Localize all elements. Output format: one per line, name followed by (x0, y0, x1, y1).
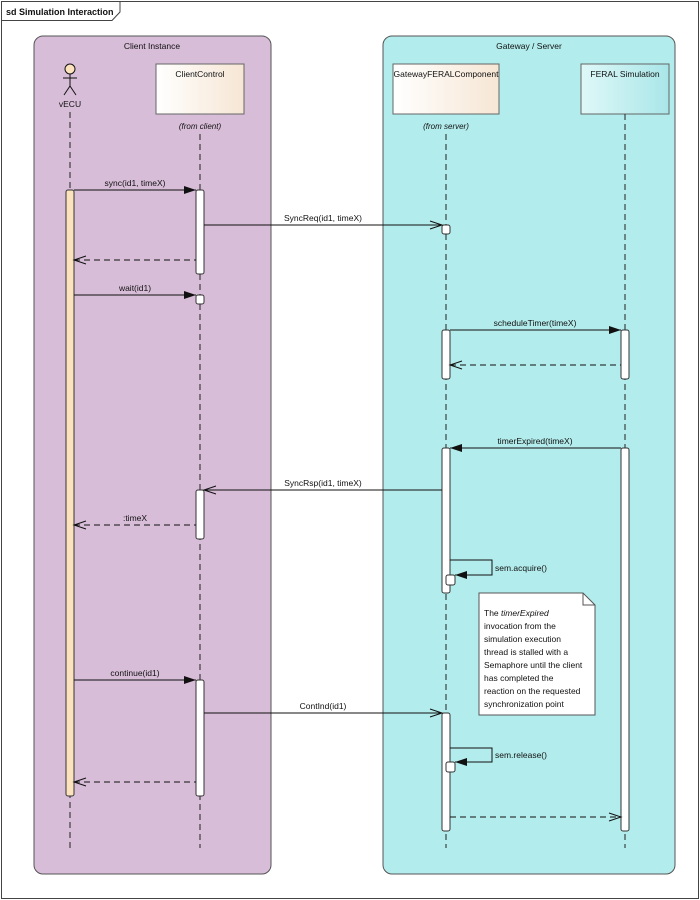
note-line-3: simulation execution (484, 634, 561, 644)
vecu-label: vECU (59, 99, 81, 109)
msg-sem-acquire-arrowhead (455, 571, 467, 579)
client-instance-partition (33, 35, 272, 875)
msg-syncrsp-label: SyncRsp(id1, timeX) (284, 478, 362, 488)
clientcontrol-label: ClientControl (175, 69, 224, 79)
msg-return-continue-arrowhead (72, 777, 87, 787)
note-line-7: reaction on the requested (484, 686, 581, 696)
msg-continue-arrowhead (184, 676, 196, 684)
gateway-activation-syncreq (441, 224, 451, 235)
msg-wait-label: wait(id1) (118, 283, 151, 293)
msg-timex-return-arrowhead (72, 520, 87, 530)
msg-scheduletimer-arrowhead (609, 326, 621, 334)
gateway-feral-component-label: GatewayFERALComponent (394, 69, 500, 79)
gateway-activation-acquire (445, 574, 456, 586)
msg-timerexpired-label: timerExpired(timeX) (497, 436, 572, 446)
clientcontrol-origin: (from client) (179, 122, 222, 131)
msg-return-schedule-arrowhead (448, 360, 463, 370)
note-line-1: The timerExpired (484, 608, 549, 618)
clientcontrol-activation-sync (195, 189, 205, 275)
sim-activation-timer (620, 447, 630, 832)
msg-timerexpired-arrowhead (450, 444, 462, 452)
gateway-server-partition (382, 35, 676, 875)
client-instance-label: Client Instance (124, 41, 180, 51)
clientcontrol-activation-continue (195, 679, 205, 797)
note-line-4: thread is stalled with a (484, 647, 568, 657)
note-line-2: invocation from the (484, 621, 556, 631)
clientcontrol-activation-syncrsp (195, 489, 205, 540)
msg-sem-acquire-loop (450, 559, 493, 576)
msg-contind-arrowhead (429, 708, 444, 718)
frame-title: sd Simulation Interaction (6, 7, 114, 17)
msg-sem-release-label: sem.release() (495, 750, 547, 760)
msg-sem-acquire-label: sem.acquire() (495, 563, 547, 573)
msg-timex-return-label: :timeX (123, 513, 147, 523)
note: The timerExpired invocation from the sim… (478, 592, 596, 716)
msg-syncreq-label: SyncReq(id1, timeX) (284, 213, 362, 223)
msg-syncreq-arrowhead (429, 220, 444, 230)
feral-simulation-box (580, 63, 670, 115)
msg-sem-release-arrowhead (455, 758, 467, 766)
msg-wait-arrowhead (184, 291, 196, 299)
msg-return-timerexpired-arrowhead (608, 812, 623, 822)
msg-sem-release-loop (450, 747, 493, 763)
msg-sync-arrowhead (184, 186, 196, 194)
note-line-8: synchronization point (484, 699, 564, 709)
vecu-activation (65, 189, 75, 797)
gateway-feral-component-box (392, 63, 500, 115)
feral-simulation-label: FERAL Simulation (590, 69, 659, 79)
msg-sync-label: sync(id1, timeX) (105, 178, 166, 188)
msg-continue-label: continue(id1) (110, 668, 159, 678)
sim-activation-schedule (620, 329, 630, 380)
gateway-activation-schedule (441, 329, 451, 380)
msg-return-sync-arrowhead (72, 255, 87, 265)
frame-tab (1, 1, 121, 21)
clientcontrol-box (155, 63, 245, 115)
gateway-activation-timer (441, 447, 451, 594)
msg-contind-label: ContInd(id1) (300, 701, 347, 711)
note-line-5: Semaphore until the client (484, 660, 583, 670)
clientcontrol-activation-wait (195, 294, 205, 305)
gateway-activation-release (445, 761, 456, 773)
note-line-6: has completed the (484, 673, 554, 683)
vecu-actor (63, 63, 77, 96)
msg-scheduletimer-label: scheduleTimer(timeX) (494, 318, 577, 328)
gateway-server-label: Gateway / Server (496, 41, 562, 51)
msg-syncrsp-arrowhead (202, 485, 217, 495)
gateway-feral-component-origin: (from server) (423, 122, 469, 131)
